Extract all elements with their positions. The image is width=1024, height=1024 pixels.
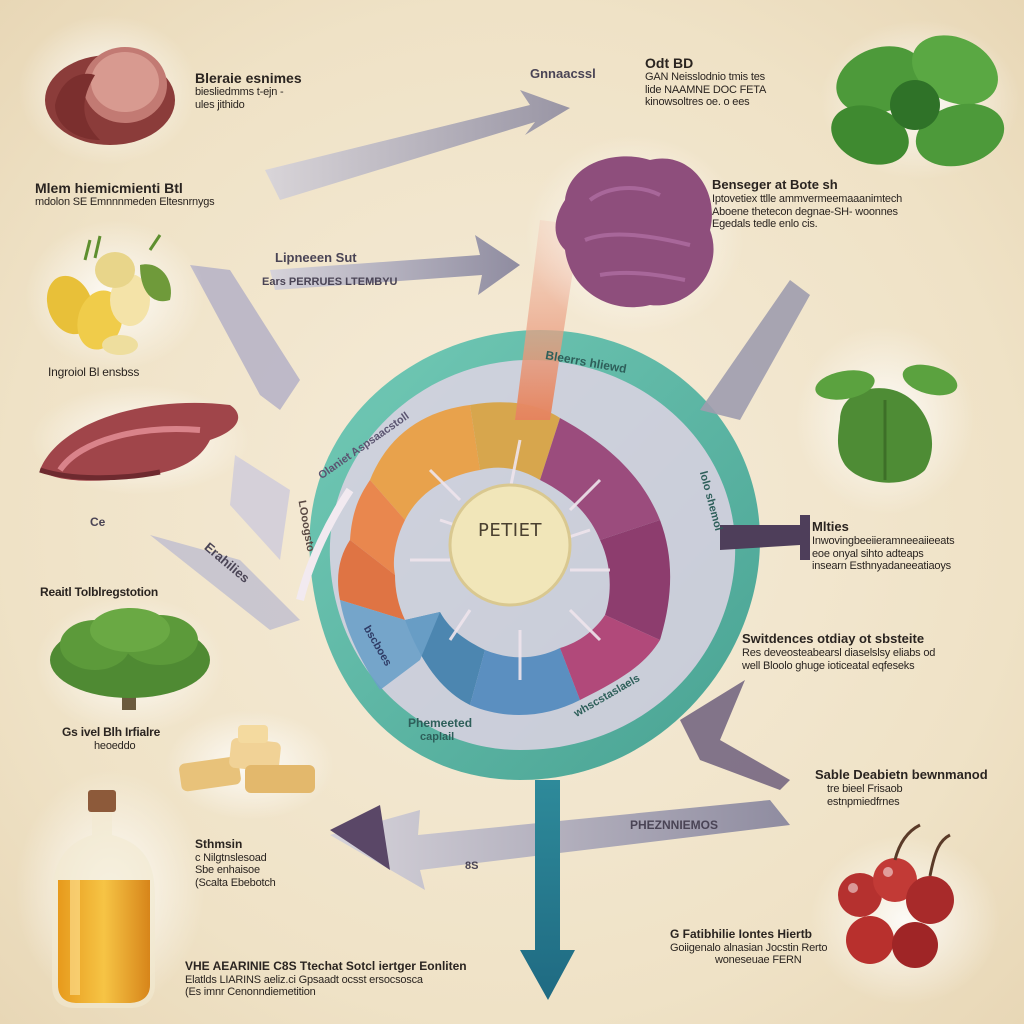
- purple-cabbage-icon: [525, 135, 745, 335]
- label-right-mid-line-2: eoe onyal sihto adteaps: [812, 547, 924, 560]
- broccoli-icon: [35, 595, 225, 735]
- label-bread: Gs ivel Blh Irfialre heoeddo: [62, 725, 161, 752]
- label-right-mid-line-3: insearn Esthnyadaneeatiaoys: [812, 560, 951, 573]
- basil-icon: [820, 20, 1020, 180]
- label-top-right-header-line-1: GAN Neisslodnio tmis tes: [645, 71, 765, 84]
- label-potato-title: Ingroiol Bl ensbss: [48, 365, 140, 379]
- arrow-label-a1: Gnnaacssl: [530, 66, 596, 81]
- label-oil: Sthmsin c Nilgtnslesoad Sbe enhaisoe (Sc…: [195, 837, 276, 890]
- label-purple-food-title: Benseger at Bote sh: [712, 177, 838, 192]
- label-bottom-left-line-1: Elatlds LIARINS aeliz.ci Gpsaadt ocsst e…: [185, 973, 423, 986]
- arrow-label-a3: Lipneeen Sut: [275, 250, 357, 265]
- label-tree-title: Reaitl Tolblregstotion: [40, 585, 159, 599]
- wheel-label-bottom2: caplail: [420, 731, 455, 743]
- leaf-icon: [795, 325, 975, 515]
- label-right-bottom-title: Sable Deabietn bewnmanod: [815, 767, 988, 782]
- label-bottom-left-title: VHE AEARINIE C8S Ttechat Sotcl iertger E…: [185, 959, 467, 973]
- label-purple-food-line-3: Egedals tedle enlo cis.: [712, 218, 818, 231]
- central-wheel: [296, 330, 760, 780]
- label-right-low-title: Switdences otdiay ot sbsteite: [742, 631, 925, 646]
- label-right-mid-line-1: Inwovingbeeiieramneeaiieeats: [812, 534, 955, 547]
- bread-icon: [165, 710, 335, 820]
- label-potato: Ingroiol Bl ensbss: [48, 365, 140, 380]
- arrow-label-a6: Ce: [90, 515, 106, 529]
- potato-icon: [25, 220, 205, 370]
- beef-icon: [18, 15, 198, 165]
- label-top-left-line-1: biesliedmms t-ejn -: [195, 86, 284, 99]
- label-purple-food: Benseger at Bote sh Iptovetiex ttlle amm…: [712, 177, 903, 231]
- label-tree: Reaitl Tolblregstotion: [40, 585, 159, 600]
- label-bottom-left-line-2: (Es imnr Cenonndiemetition: [185, 986, 316, 999]
- wheel-label-bottom: Phemeeted: [408, 716, 473, 730]
- label-right-bottom-line-1: tre bieel Frisaob: [827, 782, 903, 795]
- label-cherries-title: G Fatibhilie Iontes Hiertb: [670, 927, 813, 941]
- label-top-left-line-2: ules jithido: [195, 98, 245, 111]
- arrow-label-a5: PHEZNNIEMOS: [630, 818, 719, 832]
- label-cherries-line-1: Goiigenalo alnasian Jocstin Rerto: [670, 941, 828, 954]
- label-right-low-line-1: Res deveosteabearsl diaselslsy eliabs od: [742, 646, 936, 659]
- label-bread-line-1: heoeddo: [94, 739, 136, 752]
- label-top-left-title: Bleraie esnimes: [195, 70, 302, 86]
- label-bread-title: Gs ivel Blh Irfialre: [62, 725, 161, 739]
- label-cherries: G Fatibhilie Iontes Hiertb Goiigenalo al…: [670, 927, 828, 967]
- label-top-right-header-line-2: lide NAAMNE DOC FETA: [645, 83, 767, 96]
- label-oil-line-3: (Scalta Ebebotch: [195, 877, 276, 890]
- label-right-low: Switdences otdiay ot sbsteite Res deveos…: [742, 631, 936, 672]
- wheel-center-label: PETIET: [478, 520, 542, 541]
- label-bottom-left: VHE AEARINIE C8S Ttechat Sotcl iertger E…: [185, 959, 467, 999]
- label-right-bottom-line-2: estnpmiedfrnes: [827, 795, 900, 808]
- label-mid-left-header: Mlem hiemicmienti Btl mdolon SE Emnnnmed…: [35, 180, 215, 209]
- label-top-right-header-title: Odt BD: [645, 55, 694, 71]
- label-purple-food-line-2: Aboene thetecon degnae-SH- woonnes: [712, 205, 898, 218]
- arrows: [150, 90, 810, 1000]
- label-right-mid: Mlties Inwovingbeeiieramneeaiieeats eoe …: [812, 519, 955, 573]
- oil-bottle-icon: [15, 770, 205, 1010]
- cherries-icon: [810, 823, 1000, 1005]
- label-right-bottom: Sable Deabietn bewnmanod tre bieel Frisa…: [815, 767, 988, 808]
- label-top-right-header-line-3: kinowsoltres oe. o ees: [645, 96, 750, 109]
- label-mid-left-header-line-1: mdolon SE Emnnnmeden Eltesnrnygs: [35, 196, 215, 209]
- label-top-right-header: Odt BD GAN Neisslodnio tmis tes lide NAA…: [645, 55, 766, 109]
- label-purple-food-line-1: Iptovetiex ttlle ammvermeemaaanimtech: [712, 192, 903, 205]
- label-oil-line-1: c Nilgtnslesoad: [195, 851, 267, 864]
- label-top-left: Bleraie esnimes biesliedmms t-ejn - ules…: [195, 70, 302, 111]
- arrow-label-a7: 8S: [465, 860, 479, 872]
- label-cherries-line-2: woneseuae FERN: [715, 954, 802, 967]
- label-oil-line-2: Sbe enhaisoe: [195, 864, 260, 877]
- arrow-label-a4: Ears PERRUES LTEMBYU: [262, 276, 398, 288]
- label-oil-title: Sthmsin: [195, 837, 243, 851]
- label-mid-left-header-title: Mlem hiemicmienti Btl: [35, 180, 183, 196]
- label-right-low-line-2: well Bloolo ghuge ioticeatal eqfeseks: [742, 659, 915, 672]
- meat-cut-icon: [30, 385, 250, 495]
- label-right-mid-title: Mlties: [812, 519, 849, 534]
